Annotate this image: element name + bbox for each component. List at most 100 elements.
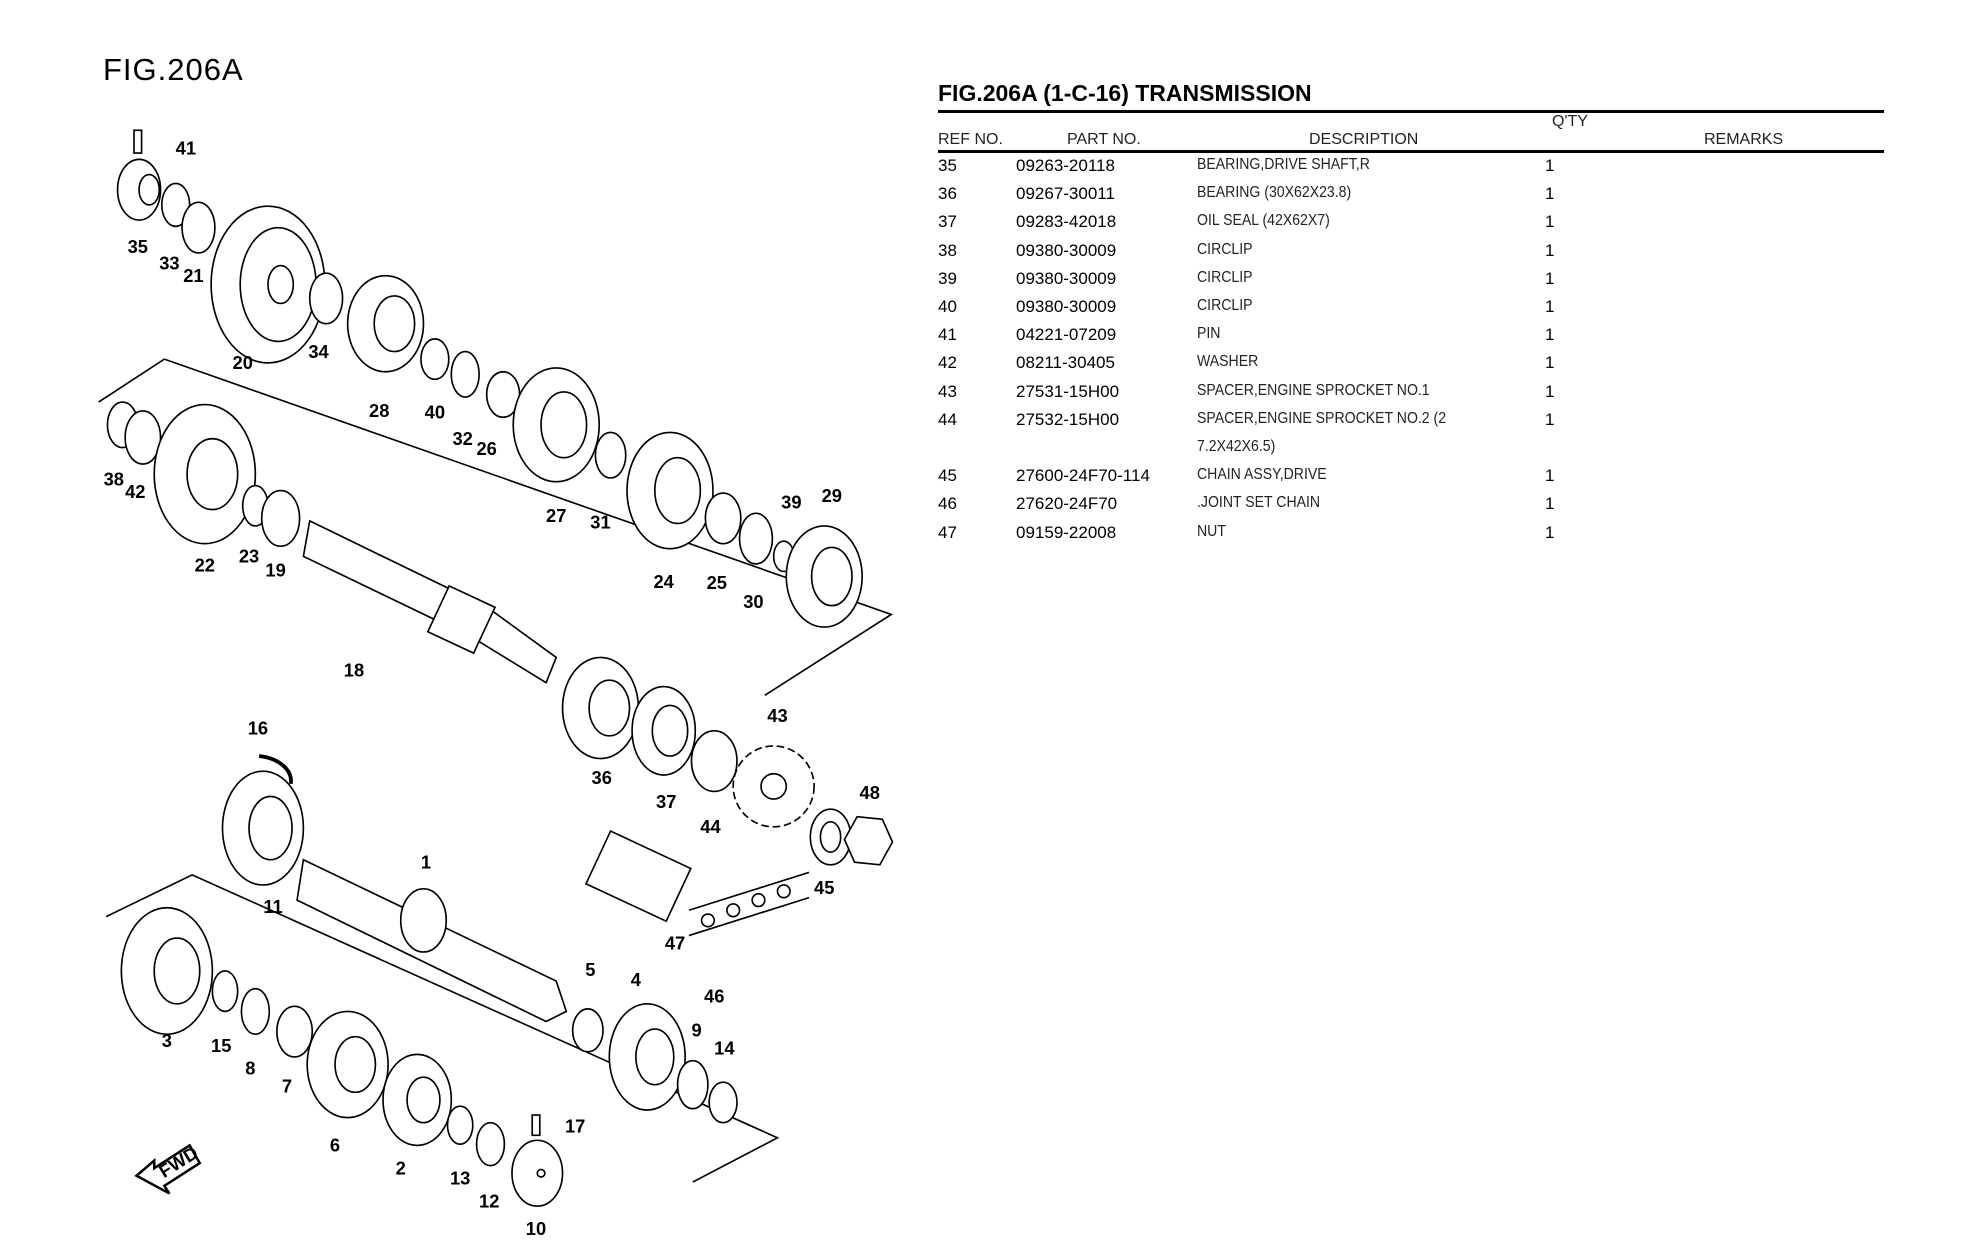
cell-part-no: 09380-30009 <box>1016 268 1117 288</box>
cell-description: CIRCLIP <box>1197 268 1253 286</box>
callout-label: 46 <box>704 986 724 1007</box>
cell-ref-no: 39 <box>938 268 957 288</box>
callout-label: 42 <box>125 481 145 502</box>
frame-lower <box>105 873 780 1183</box>
cell-ref-no: 38 <box>938 240 957 260</box>
callout-label: 31 <box>590 512 610 533</box>
callout-label: 24 <box>653 571 674 592</box>
header-qty: Q'TY <box>1552 113 1588 130</box>
figure-label: FIG.206A <box>103 52 244 87</box>
callout-label: 28 <box>369 400 389 421</box>
callout-label: 6 <box>330 1135 340 1156</box>
callout-label: 36 <box>592 767 612 788</box>
header-remarks: REMARKS <box>1704 131 1784 148</box>
cell-description: 7.2X42X6.5) <box>1197 438 1276 455</box>
cell-description: SPACER,ENGINE SPROCKET NO.1 <box>1197 381 1430 399</box>
cell-description: NUT <box>1197 522 1226 540</box>
cell-description: OIL SEAL (42X62X7) <box>1197 212 1330 230</box>
cell-quantity: 1 <box>1545 494 1555 514</box>
cell-part-no: 09263-20118 <box>1016 156 1115 175</box>
cell-quantity: 1 <box>1545 325 1555 345</box>
table-row: 42 08211-30405 WASHER 1 <box>938 353 1884 381</box>
callout-label: 45 <box>814 877 834 898</box>
callout-label: 25 <box>707 572 727 593</box>
header-ref-no: REF NO. <box>938 131 1003 148</box>
callout-label: 1 <box>421 852 431 873</box>
callout-label: 12 <box>479 1190 499 1211</box>
callout-label: 15 <box>211 1035 231 1056</box>
callout-label: 40 <box>425 402 445 423</box>
header-part-no: PART NO. <box>1067 131 1141 148</box>
header-description: DESCRIPTION <box>1309 131 1419 148</box>
cell-quantity: 1 <box>1545 297 1555 316</box>
cell-description: SPACER,ENGINE SPROCKET NO.2 (2 <box>1197 409 1447 427</box>
callout-label: 29 <box>822 485 842 506</box>
callout-label: 3 <box>162 1030 172 1051</box>
callout-label: 19 <box>265 560 285 581</box>
cell-description: PIN <box>1197 325 1221 343</box>
cell-part-no: 27600-24F70-114 <box>1016 466 1150 486</box>
cell-ref-no: 40 <box>938 297 957 316</box>
callout-label: 47 <box>665 932 685 953</box>
forward-arrow-icon <box>134 1143 202 1195</box>
table-title: FIG.206A (1-C-16) TRANSMISSION <box>938 80 1312 106</box>
callout-label: 34 <box>308 341 329 362</box>
cell-part-no: 08211-30405 <box>1016 353 1115 373</box>
cell-description: CIRCLIP <box>1197 240 1253 258</box>
callout-label: 21 <box>183 265 203 286</box>
table-row: 45 27600-24F70-114 CHAIN ASSY,DRIVE 1 <box>938 466 1884 494</box>
callout-label: 37 <box>656 791 676 812</box>
callout-label: 5 <box>585 959 595 980</box>
cell-part-no: 27620-24F70 <box>1016 494 1118 514</box>
cell-part-no: 27531-15H00 <box>1016 381 1120 401</box>
cell-ref-no: 44 <box>938 409 957 429</box>
callout-label: 35 <box>128 236 148 257</box>
cell-quantity: 1 <box>1545 240 1555 260</box>
cell-quantity: 1 <box>1545 268 1555 288</box>
callout-label: 13 <box>450 1168 470 1189</box>
callout-label: 11 <box>263 896 282 917</box>
cell-part-no: 09267-30011 <box>1016 184 1115 204</box>
cell-description: BEARING,DRIVE SHAFT,R <box>1197 156 1370 173</box>
cell-description: CHAIN ASSY,DRIVE <box>1197 466 1327 484</box>
cell-description: WASHER <box>1197 353 1259 371</box>
cell-part-no: 09283-42018 <box>1016 212 1117 232</box>
callout-label: 17 <box>565 1116 585 1137</box>
callout-label: 30 <box>743 591 763 612</box>
callout-label: 18 <box>344 659 364 680</box>
table-header-rule <box>938 150 1884 153</box>
table-top-rule <box>938 110 1884 113</box>
cell-ref-no: 46 <box>938 494 957 514</box>
cell-quantity: 1 <box>1545 353 1555 373</box>
callout-label: 32 <box>452 428 472 449</box>
cell-quantity: 1 <box>1545 409 1555 429</box>
cell-quantity: 1 <box>1545 184 1555 204</box>
cell-part-no: 09380-30009 <box>1016 297 1117 316</box>
cell-ref-no: 47 <box>938 522 957 542</box>
callout-label: 44 <box>700 816 721 837</box>
cell-ref-no: 42 <box>938 353 957 373</box>
callout-label: 10 <box>526 1218 546 1239</box>
callout-label: 22 <box>195 554 215 575</box>
callout-label: 43 <box>767 705 787 726</box>
callout-label: 9 <box>691 1020 701 1041</box>
callout-label: 33 <box>159 252 179 273</box>
callout-label: 2 <box>396 1157 406 1178</box>
cell-quantity: 1 <box>1545 466 1555 486</box>
cell-ref-no: 43 <box>938 381 957 401</box>
cell-part-no: 09159-22008 <box>1016 522 1117 542</box>
callout-label: 7 <box>282 1075 292 1096</box>
cell-ref-no: 37 <box>938 212 957 232</box>
callout-label: 4 <box>631 969 642 990</box>
cell-quantity: 1 <box>1545 156 1555 175</box>
cell-ref-no: 45 <box>938 466 957 486</box>
callout-label: 23 <box>239 546 259 567</box>
callout-label: 38 <box>104 469 124 490</box>
cell-part-no: 04221-07209 <box>1016 325 1117 345</box>
